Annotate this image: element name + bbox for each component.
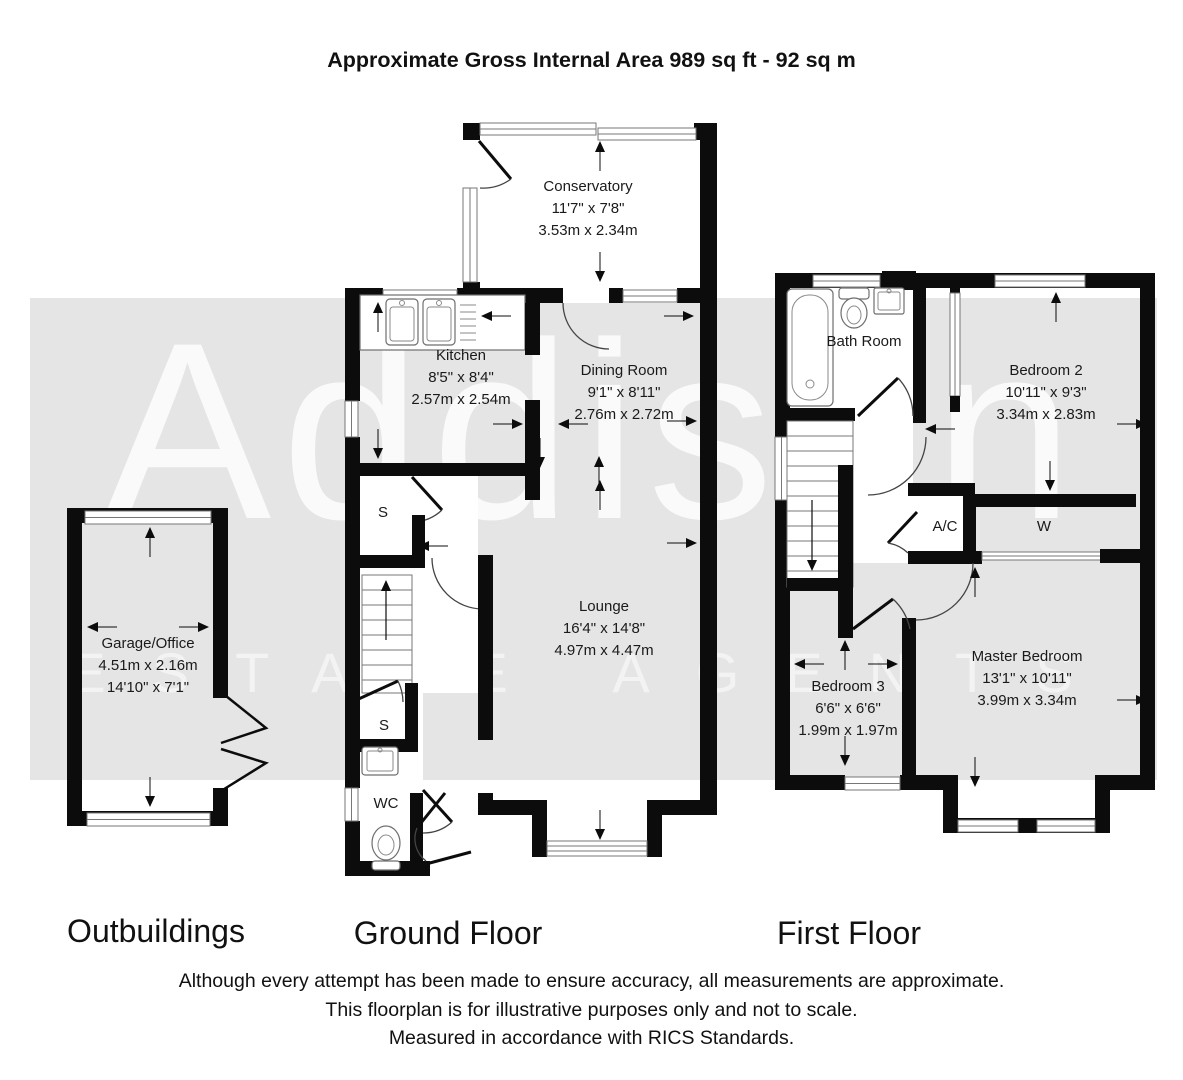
dimension-arrows <box>87 141 1147 840</box>
storage-lower-door-leaf <box>351 679 399 704</box>
bathroom-door-arc <box>897 377 914 417</box>
first-outer-walls <box>775 271 1155 833</box>
room-label-airing: A/C <box>932 518 958 535</box>
dimension-arrow <box>198 622 209 632</box>
wc-door-leaf <box>421 788 454 824</box>
toilet-icon <box>838 287 870 329</box>
garage-plan <box>67 508 269 827</box>
bathroom-structure <box>786 273 961 423</box>
basin-icon <box>873 287 905 315</box>
bathroom-door-leaf <box>856 376 900 418</box>
dimension-arrow <box>1045 480 1055 491</box>
stud-wall-window <box>949 273 961 412</box>
bedroom3-door-leaf <box>852 597 894 631</box>
dimension-arrow <box>840 640 850 651</box>
wc-sink-icon <box>361 746 399 776</box>
room-label-garage: Garage/Office 4.51m x 2.16m 14'10" x 7'1… <box>98 635 198 696</box>
dimension-arrow <box>535 457 545 468</box>
dimension-arrow <box>558 419 569 429</box>
dimension-arrow <box>594 456 604 467</box>
floor-label-ground: Ground Floor <box>353 915 543 951</box>
master-bay-window <box>957 819 1096 833</box>
wc-door-arc <box>422 821 453 834</box>
bedroom2-door-arc <box>867 436 927 496</box>
room-label-wardrobe: W <box>1036 518 1052 535</box>
lounge-door-arc <box>431 557 484 610</box>
dimension-arrow <box>373 448 383 459</box>
dimension-arrow <box>686 538 697 548</box>
ground-stairs <box>361 574 413 694</box>
room-label-storage-upper: S <box>377 504 389 521</box>
dimension-arrow <box>683 311 694 321</box>
room-label-bathroom: Bath Room <box>826 333 902 350</box>
room-label-kitchen: Kitchen 8'5" x 8'4" 2.57m x 2.54m <box>411 347 511 408</box>
first-windows <box>774 274 1096 833</box>
room-label-bedroom2: Bedroom 2 10'11" x 9'3" 3.34m x 2.83m <box>996 362 1096 423</box>
hall-structure <box>345 475 493 740</box>
dimension-arrow <box>595 480 605 491</box>
room-label-master: Master Bedroom 13'1" x 10'11" 3.99m x 3.… <box>971 648 1083 709</box>
bedroom-dividers <box>852 562 974 775</box>
disclaimer-text: Although every attempt has been made to … <box>178 970 1005 1049</box>
dimension-arrow <box>595 829 605 840</box>
garage-bottom-window <box>86 812 211 827</box>
conservatory-structure <box>462 122 717 303</box>
dimension-arrow <box>794 659 805 669</box>
dimension-arrow <box>925 424 936 434</box>
room-label-bedroom3: Bedroom 3 6'6" x 6'6" 1.99m x 1.97m <box>798 678 898 739</box>
dimension-arrow <box>595 271 605 282</box>
airing-door-arc <box>887 542 909 554</box>
floor-label-outbuildings: Outbuildings <box>67 913 245 949</box>
dimension-arrow <box>145 796 155 807</box>
dimension-arrow <box>887 659 898 669</box>
dimension-arrow <box>970 567 980 578</box>
wardrobe-front <box>981 549 1140 563</box>
lounge-bay-window <box>546 840 648 857</box>
conservatory-door-arc <box>479 178 512 189</box>
dimension-arrow <box>481 311 492 321</box>
room-label-storage-lower: S <box>378 717 390 734</box>
first-floor-plan <box>774 271 1155 833</box>
conservatory-roof-window <box>479 122 697 141</box>
bedroom3-door-arc <box>892 598 911 630</box>
page-title: Approximate Gross Internal Area 989 sq f… <box>327 48 856 72</box>
airing-cupboard-structure <box>886 483 1140 564</box>
front-door <box>414 792 472 866</box>
first-stairs <box>786 420 854 638</box>
floor-label-first: First Floor <box>777 915 921 951</box>
dimension-arrow <box>87 622 98 632</box>
drainer-icon <box>460 304 476 341</box>
dimension-arrow <box>145 527 155 538</box>
storage-upper-door-leaf <box>410 475 444 512</box>
dimension-arrow <box>373 302 383 313</box>
kitchen-structure <box>345 294 540 500</box>
room-label-lounge: Lounge 16'4" x 14'8" 4.97m x 4.47m <box>554 598 654 659</box>
garage-top-window <box>84 510 212 525</box>
dimension-arrow <box>1051 292 1061 303</box>
dining-door-arc <box>562 302 610 350</box>
dimension-arrow <box>970 776 980 787</box>
dimension-arrow <box>595 141 605 152</box>
garage-double-doors <box>220 691 269 793</box>
dimension-arrow <box>1136 419 1147 429</box>
dimension-arrow <box>686 416 697 426</box>
room-label-dining: Dining Room 9'1" x 8'11" 2.76m x 2.72m <box>574 362 674 423</box>
airing-door-leaf <box>886 510 919 545</box>
storage-lower-door-arc <box>397 680 404 703</box>
ground-floor-plan <box>344 122 717 876</box>
dimension-arrow <box>512 419 523 429</box>
dimension-arrow <box>1136 695 1147 705</box>
conservatory-side-window <box>462 187 478 283</box>
dimension-arrow <box>418 541 429 551</box>
room-label-conservatory: Conservatory 11'7" x 7'8" 3.53m x 2.34m <box>538 178 638 239</box>
dimension-arrow <box>840 755 850 766</box>
conservatory-door-leaf <box>477 140 513 180</box>
bathtub-icon <box>786 288 834 407</box>
toilet-icon <box>371 825 401 871</box>
master-door-arc <box>915 562 974 621</box>
room-label-wc: WC <box>373 795 399 812</box>
kitchen-sink-icon <box>385 298 456 346</box>
